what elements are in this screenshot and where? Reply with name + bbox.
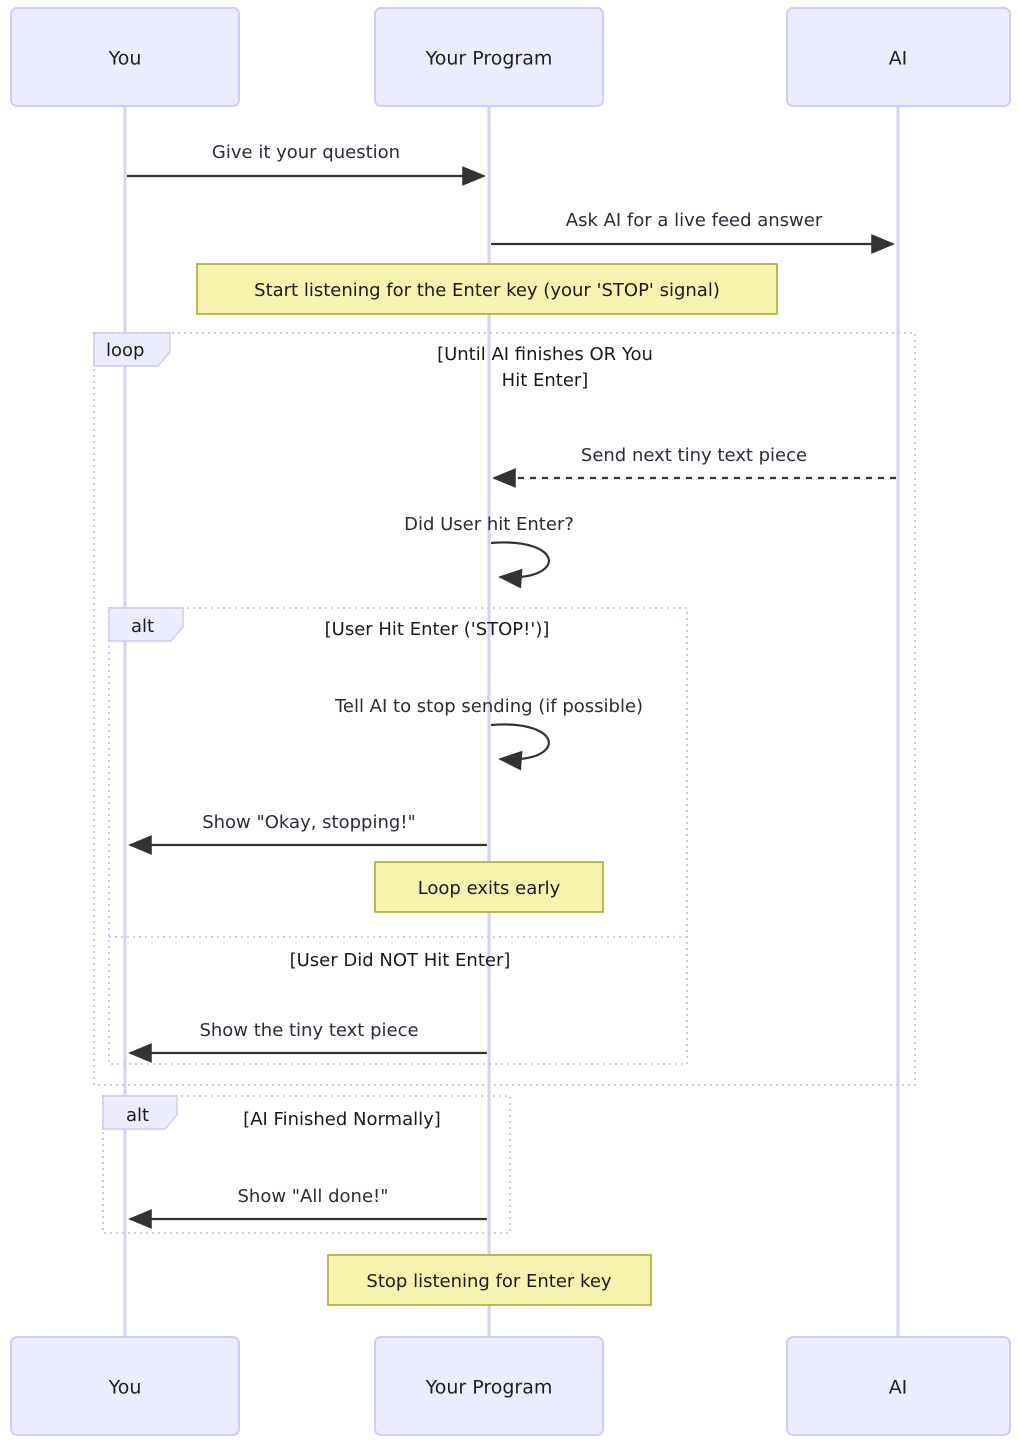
actor-you-bottom[interactable]: You bbox=[10, 1336, 240, 1436]
message-show-all-done[interactable]: Show "All done!" bbox=[128, 1186, 487, 1229]
message-label: Ask AI for a live feed answer bbox=[566, 210, 823, 231]
alt-frame-2-tag bbox=[102, 1095, 178, 1130]
actor-box bbox=[374, 7, 604, 107]
actor-box bbox=[10, 7, 240, 107]
message-ask-ai-for-a-live-feed-answer[interactable]: Ask AI for a live feed answer bbox=[491, 210, 895, 254]
actor-label: Your Program bbox=[425, 1377, 553, 1399]
message-label: Show "Okay, stopping!" bbox=[202, 812, 416, 833]
actor-program-top[interactable]: Your Program bbox=[374, 7, 604, 107]
message-did-user-hit-enter[interactable]: Did User hit Enter? bbox=[404, 514, 574, 589]
note-stop-listening[interactable]: Stop listening for Enter key bbox=[327, 1254, 652, 1306]
actor-you-top[interactable]: You bbox=[10, 7, 240, 107]
message-send-next-tiny-text-piece[interactable]: Send next tiny text piece bbox=[492, 445, 896, 488]
actor-label: You bbox=[108, 48, 142, 70]
message-label: Send next tiny text piece bbox=[581, 445, 807, 466]
note-box bbox=[374, 861, 604, 913]
message-label: Give it your question bbox=[212, 142, 400, 163]
actor-ai-top[interactable]: AI bbox=[786, 7, 1011, 107]
alt-frame-2-tag-label: alt bbox=[126, 1105, 149, 1126]
note-start-listening[interactable]: Start listening for the Enter key (your … bbox=[196, 263, 778, 315]
loop-frame-tag-label: loop bbox=[106, 340, 144, 361]
note-text: Stop listening for Enter key bbox=[366, 1271, 611, 1292]
actor-label: You bbox=[108, 1377, 142, 1399]
message-tell-ai-to-stop-sending[interactable]: Tell AI to stop sending (if possible) bbox=[334, 696, 643, 771]
alt-frame-2-title: [AI Finished Normally] bbox=[243, 1109, 441, 1130]
message-label: Show the tiny text piece bbox=[199, 1020, 418, 1041]
loop-frame[interactable]: loop [Until AI finishes OR You Hit Enter… bbox=[93, 332, 916, 1086]
note-text: Loop exits early bbox=[418, 878, 561, 899]
actor-label: AI bbox=[889, 1377, 908, 1399]
message-give-it-your-question[interactable]: Give it your question bbox=[127, 142, 486, 186]
actor-program-bottom[interactable]: Your Program bbox=[374, 1336, 604, 1436]
note-loop-exits-early[interactable]: Loop exits early bbox=[374, 861, 604, 913]
alt-frame-1-else-title: [User Did NOT Hit Enter] bbox=[290, 950, 511, 971]
actor-ai-bottom[interactable]: AI bbox=[786, 1336, 1011, 1436]
actor-box bbox=[786, 7, 1011, 107]
note-box bbox=[196, 263, 778, 315]
loop-frame-title-line2: Hit Enter] bbox=[502, 370, 589, 391]
alt-frame-1-tag-label: alt bbox=[131, 616, 154, 637]
alt-frame-1-title: [User Hit Enter ('STOP!')] bbox=[325, 619, 550, 640]
actor-label: AI bbox=[889, 48, 908, 70]
alt-frame-1-border bbox=[108, 607, 688, 1065]
alt-frame-1[interactable]: alt [User Hit Enter ('STOP!')] [User Did… bbox=[108, 607, 688, 1065]
alt-frame-2[interactable]: alt [AI Finished Normally] bbox=[102, 1095, 511, 1234]
actor-box bbox=[786, 1336, 1011, 1436]
loop-frame-tag bbox=[93, 332, 171, 367]
message-label: Show "All done!" bbox=[237, 1186, 388, 1207]
message-self-loop bbox=[490, 541, 550, 589]
alt-frame-1-tag bbox=[108, 607, 184, 642]
actor-box bbox=[10, 1336, 240, 1436]
message-show-okay-stopping[interactable]: Show "Okay, stopping!" bbox=[128, 812, 487, 855]
actor-box bbox=[374, 1336, 604, 1436]
note-text: Start listening for the Enter key (your … bbox=[254, 280, 720, 301]
alt-frame-2-border bbox=[102, 1095, 511, 1234]
actor-label: Your Program bbox=[425, 48, 553, 70]
message-show-the-tiny-text-piece[interactable]: Show the tiny text piece bbox=[128, 1020, 487, 1063]
message-label: Did User hit Enter? bbox=[404, 514, 574, 535]
note-box bbox=[327, 1254, 652, 1306]
message-self-loop bbox=[490, 723, 550, 771]
message-label: Tell AI to stop sending (if possible) bbox=[334, 696, 643, 717]
loop-frame-title-line1: [Until AI finishes OR You bbox=[437, 344, 653, 365]
